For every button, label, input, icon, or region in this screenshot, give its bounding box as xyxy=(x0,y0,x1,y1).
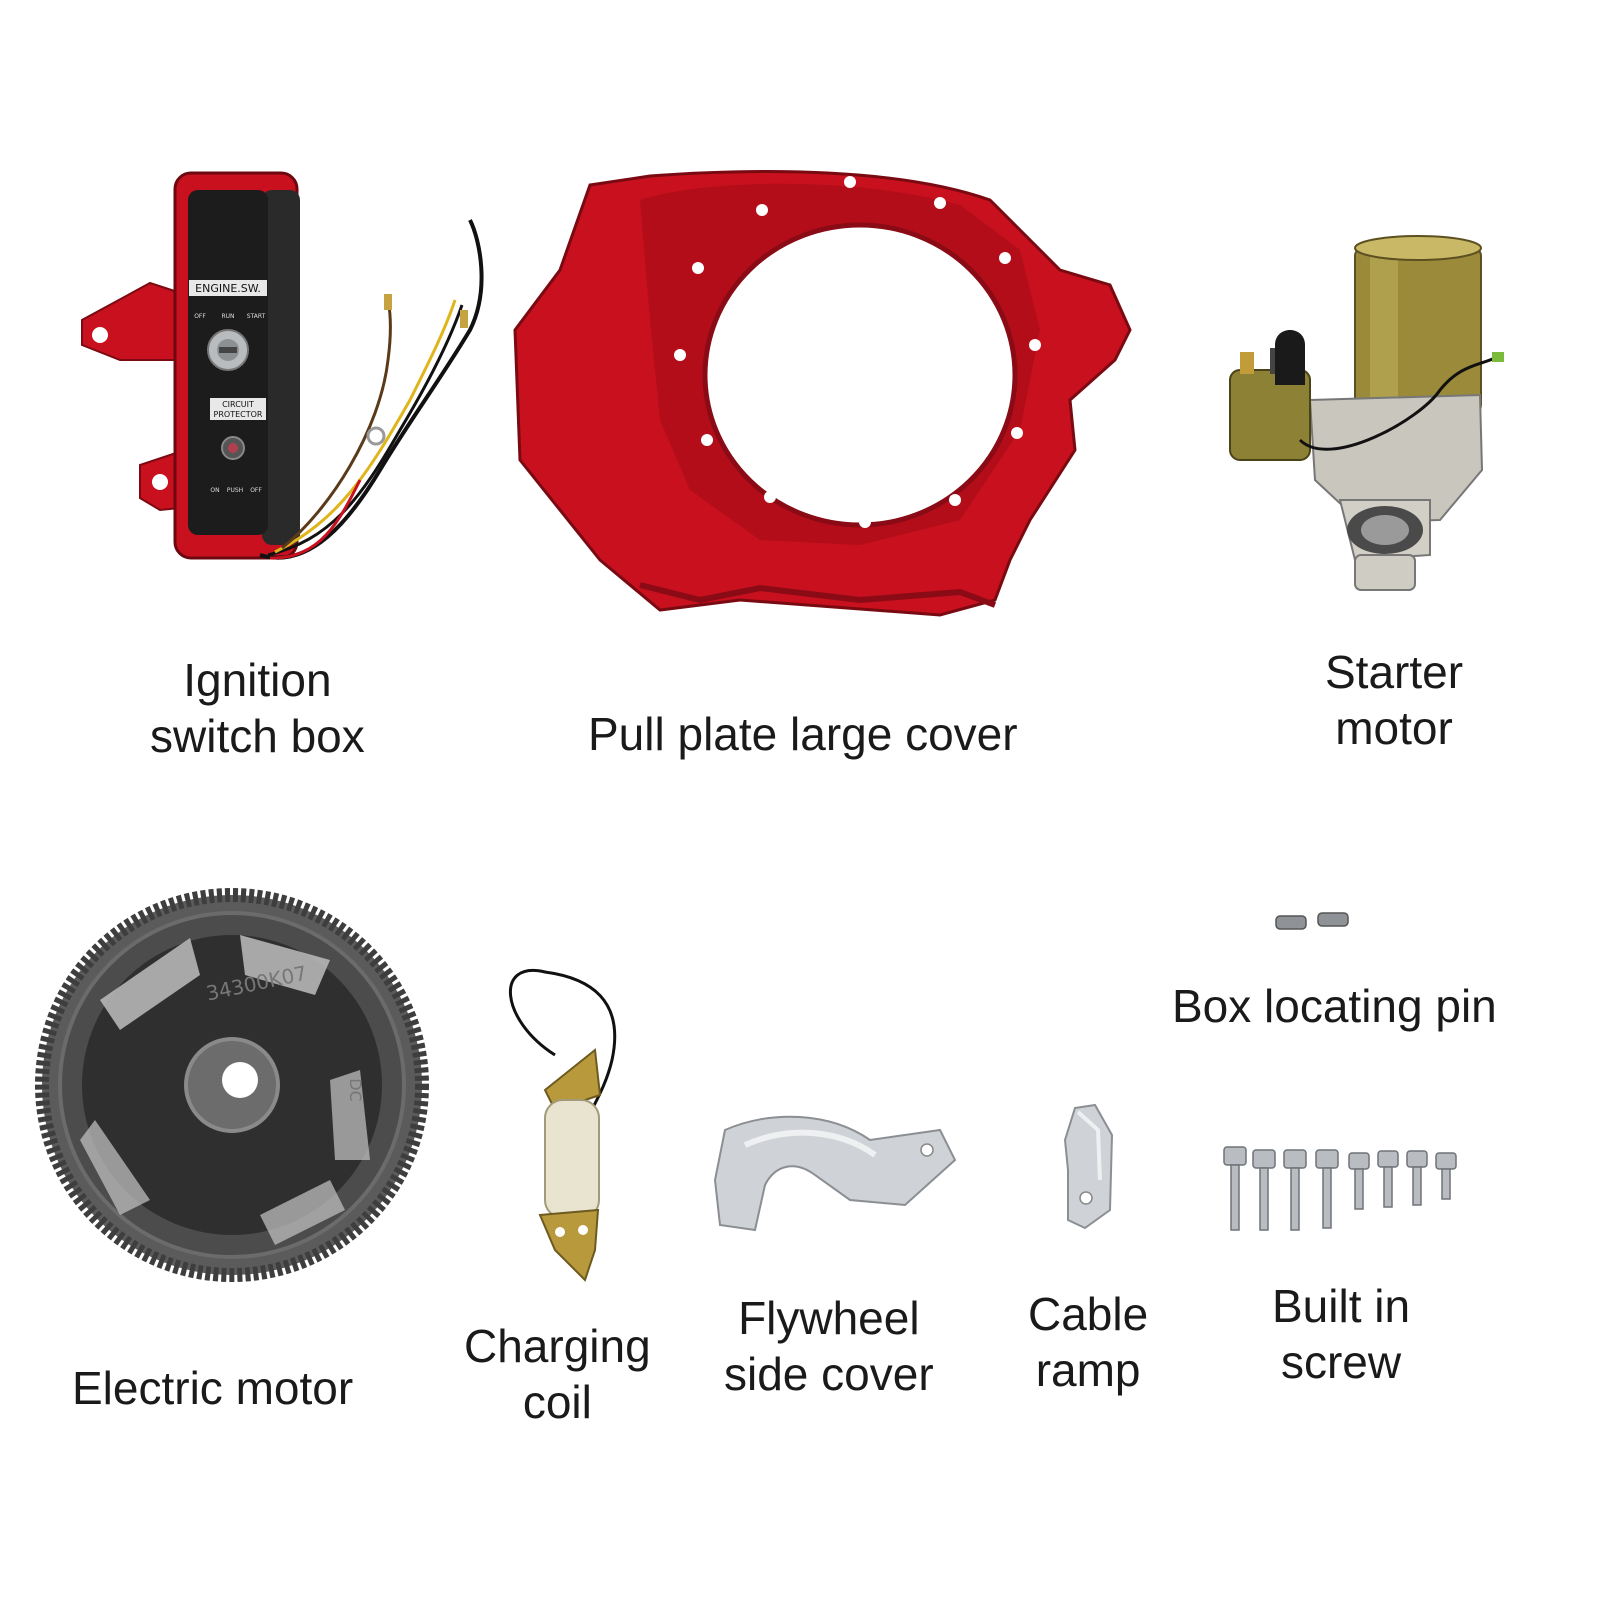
flywheel-side-cover-image xyxy=(713,1115,957,1232)
flywheel-mark-text: DC xyxy=(346,1078,365,1102)
built-in-screw-label-line1: Built in xyxy=(1272,1280,1411,1332)
breaker-position-off: OFF xyxy=(250,487,262,494)
built-in-screw-label-line2: screw xyxy=(1280,1336,1402,1389)
cable-ramp-label-line1: Cable xyxy=(1028,1288,1149,1340)
charging-coil-image xyxy=(509,968,617,1282)
built-in-screw-label: Built in screw xyxy=(1272,1278,1410,1390)
starter-motor-label: Starter motor xyxy=(1325,644,1463,756)
ignition-switch-box-label-line1: Ignition xyxy=(183,654,332,706)
charging-coil-label: Charging coil xyxy=(464,1318,651,1430)
pull-plate-large-cover-label: Pull plate large cover xyxy=(588,706,1018,762)
switch-position-run: RUN xyxy=(221,313,234,320)
switch-position-off: OFF xyxy=(194,313,206,320)
electric-motor-label-line1: Electric motor xyxy=(72,1362,354,1414)
box-locating-pin-image xyxy=(1275,912,1349,930)
box-locating-pin-label: Box locating pin xyxy=(1172,978,1497,1034)
electric-motor-image: 34300K07 DC xyxy=(35,888,429,1282)
charging-coil-label-line2: coil xyxy=(522,1376,592,1429)
breaker-title-line2: PROTECTOR xyxy=(214,410,263,419)
ignition-switch-box-label: Ignition switch box xyxy=(150,652,365,764)
breaker-position-push: PUSH xyxy=(227,487,243,494)
breaker-title-line1: CIRCUIT xyxy=(222,400,254,409)
starter-motor-image xyxy=(1229,235,1504,591)
pull-plate-large-cover-label-line1: Pull plate large cover xyxy=(588,708,1018,760)
charging-coil-label-line1: Charging xyxy=(464,1320,651,1372)
starter-motor-label-line2: motor xyxy=(1335,702,1453,755)
flywheel-side-cover-label-line1: Flywheel xyxy=(738,1292,920,1344)
breaker-position-on: ON xyxy=(210,487,219,494)
flywheel-side-cover-label: Flywheel side cover xyxy=(724,1290,934,1402)
box-locating-pin-label-line1: Box locating pin xyxy=(1172,980,1497,1032)
built-in-screw-image xyxy=(1223,1146,1457,1231)
ignition-switch-box-image: ENGINE.SW. OFF RUN START CIRCUIT PROTECT… xyxy=(81,171,484,560)
starter-motor-label-line1: Starter xyxy=(1325,646,1464,698)
electric-motor-label: Electric motor xyxy=(72,1360,353,1416)
flywheel-side-cover-label-line2: side cover xyxy=(724,1348,934,1401)
cable-ramp-label-line2: ramp xyxy=(1035,1344,1141,1397)
cable-ramp-image xyxy=(1063,1103,1114,1230)
ignition-switch-box-label-line2: switch box xyxy=(150,710,365,763)
engine-switch-title: ENGINE.SW. xyxy=(195,282,261,295)
pull-plate-large-cover-image xyxy=(513,170,1132,617)
switch-position-start: START xyxy=(247,313,266,320)
cable-ramp-label: Cable ramp xyxy=(1028,1286,1148,1398)
